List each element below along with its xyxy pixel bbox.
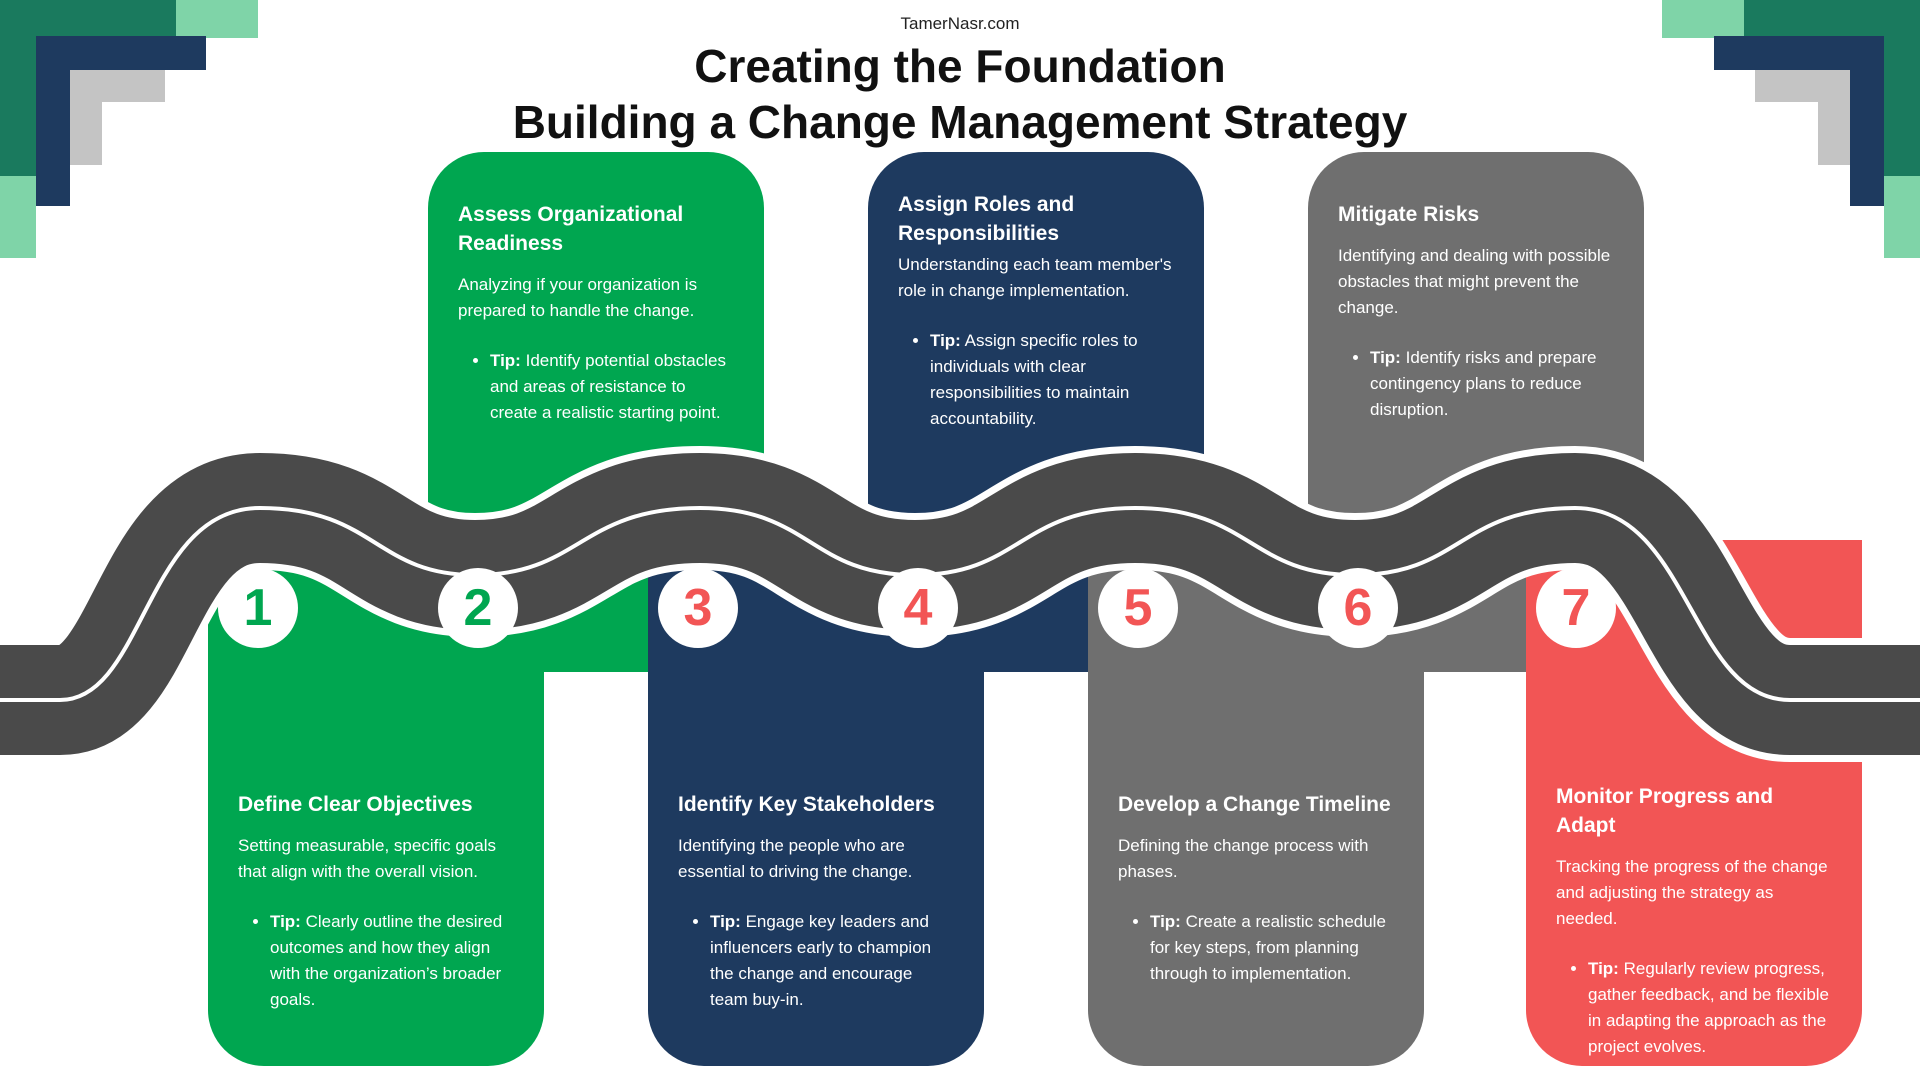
page-subtitle: Building a Change Management Strategy (512, 96, 1408, 148)
step-number-7: 7 (1536, 568, 1616, 648)
top-left-corner-decoration (0, 0, 258, 258)
step-title: Define Clear Objectives (238, 793, 473, 816)
step-tip: Tip: Identify risks and prepare continge… (1370, 345, 1614, 423)
website-label: TamerNasr.com (900, 14, 1020, 33)
step-title: Develop a Change Timeline (1118, 793, 1391, 816)
step-title: Assign Roles and Responsibilities (898, 193, 1075, 245)
step-tip-list: Tip: Identify potential obstacles and ar… (458, 348, 734, 426)
step-description: Defining the change process with phases. (1118, 836, 1369, 881)
step-number-6: 6 (1318, 568, 1398, 648)
tip-text: Identify risks and prepare contingency p… (1370, 348, 1597, 419)
tip-text: Engage key leaders and influencers early… (710, 912, 932, 1009)
step-tip-list: Tip: Identify risks and prepare continge… (1338, 345, 1614, 423)
step-tip: Tip: Assign specific roles to individual… (930, 328, 1174, 432)
step-tip: Tip: Identify potential obstacles and ar… (490, 348, 734, 426)
tip-text: Identify potential obstacles and areas o… (490, 351, 726, 422)
step-tip-list: Tip: Clearly outline the desired outcome… (238, 909, 514, 1013)
step-number-1: 1 (218, 568, 298, 648)
step-number-2: 2 (438, 568, 518, 648)
step-number-5: 5 (1098, 568, 1178, 648)
tip-label: Tip: (710, 912, 741, 931)
tip-text: Clearly outline the desired outcomes and… (270, 912, 503, 1009)
step-tip: Tip: Regularly review progress, gather f… (1588, 956, 1832, 1060)
page-title: Creating the Foundation (694, 40, 1226, 92)
step-description: Identifying the people who are essential… (678, 836, 913, 881)
step-description: Identifying and dealing with possible ob… (1338, 246, 1611, 317)
step-tip-list: Tip: Engage key leaders and influencers … (678, 909, 954, 1013)
step-tip-list: Tip: Regularly review progress, gather f… (1556, 956, 1832, 1060)
step-tip: Tip: Clearly outline the desired outcome… (270, 909, 514, 1013)
step-number-4: 4 (878, 568, 958, 648)
step-title: Monitor Progress and Adapt (1556, 785, 1774, 837)
step-number-3: 3 (658, 568, 738, 648)
tip-label: Tip: (1588, 959, 1619, 978)
tip-label: Tip: (930, 331, 961, 350)
tip-text: Regularly review progress, gather feedba… (1588, 959, 1830, 1056)
step-title: Assess Organizational Readiness (458, 203, 684, 255)
step-title: Identify Key Stakeholders (678, 793, 935, 816)
step-tip: Tip: Engage key leaders and influencers … (710, 909, 954, 1013)
step-description: Tracking the progress of the change and … (1556, 857, 1828, 928)
top-right-corner-decoration (1662, 0, 1920, 258)
tip-label: Tip: (1150, 912, 1181, 931)
step-description: Understanding each team member's role in… (898, 255, 1172, 300)
step-description: Analyzing if your organization is prepar… (458, 275, 698, 320)
step-tip-list: Tip: Create a realistic schedule for key… (1118, 909, 1394, 987)
tip-label: Tip: (1370, 348, 1401, 367)
step-tip-list: Tip: Assign specific roles to individual… (898, 328, 1174, 432)
tip-label: Tip: (490, 351, 521, 370)
step-title: Mitigate Risks (1338, 203, 1480, 226)
tip-label: Tip: (270, 912, 301, 931)
step-description: Setting measurable, specific goals that … (238, 836, 496, 881)
step-tip: Tip: Create a realistic schedule for key… (1150, 909, 1394, 987)
tip-text: Assign specific roles to individuals wit… (930, 331, 1138, 428)
tip-text: Create a realistic schedule for key step… (1150, 912, 1386, 983)
